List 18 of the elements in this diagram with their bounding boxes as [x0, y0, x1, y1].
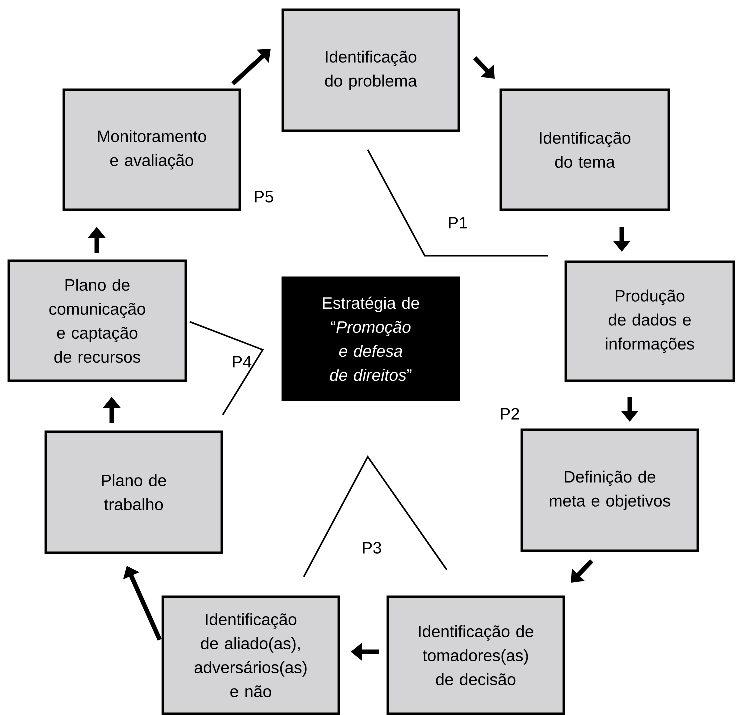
phase-label: P5 — [255, 191, 274, 203]
process-box: Identificação do tema — [500, 88, 670, 212]
process-box: Identificação de aliado(as), adversários(as) e não — [162, 596, 340, 715]
arrow — [231, 49, 271, 86]
process-box: Identificação do problema — [282, 8, 460, 132]
center-box: Estratégia de “Promoção e defesa de direitos” — [282, 276, 460, 402]
process-box: Plano de comunicação e captação de recursos — [8, 260, 188, 382]
phase-label: P1 — [449, 217, 468, 229]
process-box: Produção de dados e informações — [564, 260, 736, 382]
process-box: Identificação de tomadores(as) de decisão — [386, 596, 566, 715]
arrow — [473, 56, 495, 79]
process-box: Monitoramento e avaliação — [62, 88, 242, 212]
phase-label: P3 — [363, 542, 382, 554]
phase-label: P2 — [501, 408, 520, 420]
arrow — [571, 559, 594, 583]
process-box: Plano de trabalho — [44, 430, 224, 554]
process-box: Definição de meta e objetivos — [520, 428, 700, 552]
phase-label: P4 — [233, 356, 252, 368]
